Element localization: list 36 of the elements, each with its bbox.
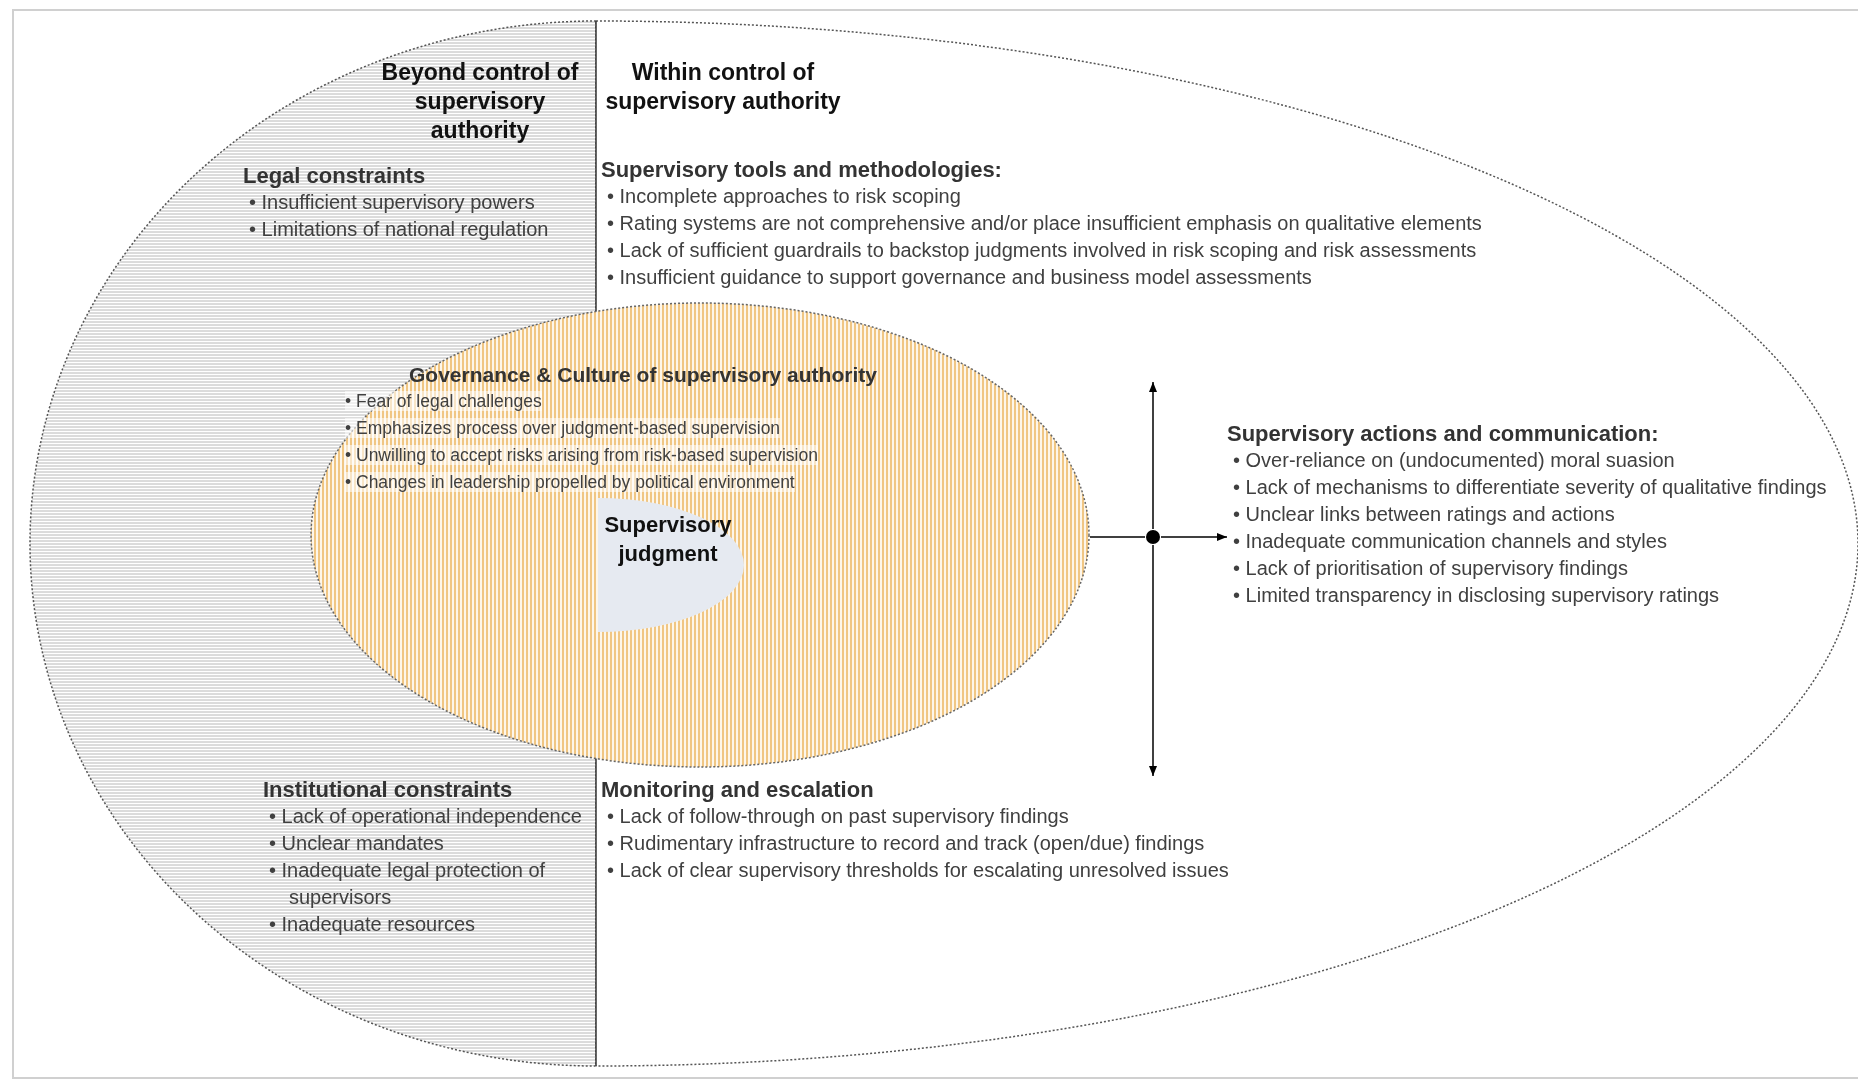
bullet-item: • Lack of prioritisation of supervisory findings	[1232, 556, 1629, 581]
section-heading: Legal constraints	[243, 162, 427, 189]
bullet-item: • Rudimentary infrastructure to record and track (open/due) findings	[606, 831, 1206, 856]
arrow	[1160, 533, 1228, 541]
bullet-item: • Inadequate resources	[268, 912, 477, 937]
section-heading: Governance & Culture of supervisory authority	[409, 362, 877, 388]
bullet-item: • Lack of sufficient guardrails to backstop judgments involved in risk scoping and risk assessments	[606, 238, 1478, 263]
section-heading: Institutional constraints	[263, 776, 514, 803]
region-heading: Beyond control of supervisory authority	[380, 58, 580, 145]
bullet-item: • Over-reliance on (undocumented) moral suasion	[1232, 448, 1676, 473]
bullet-item: • Limitations of national regulation	[248, 217, 550, 242]
bullet-item: • Unwilling to accept risks arising from risk-based supervision	[345, 444, 819, 467]
bullet-item: • Inadequate communication channels and styles	[1232, 529, 1668, 554]
bullet-item: • Changes in leadership propelled by political environment	[345, 471, 796, 494]
section-heading: Monitoring and escalation	[601, 776, 875, 803]
bullet-item: • Lack of operational independence	[268, 804, 583, 829]
bullet-item: • Incomplete approaches to risk scoping	[606, 184, 962, 209]
bullet-item: • Insufficient supervisory powers	[248, 190, 536, 215]
connector-line	[1089, 536, 1146, 538]
bullet-item: • Insufficient guidance to support governance and business model assessments	[606, 265, 1313, 290]
arrow	[1149, 544, 1157, 777]
bullet-item: • Limited transparency in disclosing supervisory ratings	[1232, 583, 1721, 608]
arrow	[1149, 381, 1157, 530]
bullet-item: • Rating systems are not comprehensive and/or place insufficient emphasis on qualitative elements	[606, 211, 1483, 236]
bullet-item: • Lack of mechanisms to differentiate severity of qualitative findings	[1232, 475, 1828, 500]
bullet-item: • Inadequate legal protection of supervisors	[268, 858, 547, 910]
bullet-item: • Lack of follow-through on past supervisory findings	[606, 804, 1070, 829]
region-heading: Within control of supervisory authority	[605, 58, 841, 116]
bullet-item: • Emphasizes process over judgment-based supervision	[345, 417, 782, 440]
node-label: Supervisory judgment	[603, 511, 733, 568]
bullet-item: • Unclear links between ratings and actions	[1232, 502, 1616, 527]
section-heading: Supervisory actions and communication:	[1227, 420, 1660, 447]
bullet-item: • Lack of clear supervisory thresholds for escalating unresolved issues	[606, 858, 1230, 883]
bullet-item: • Fear of legal challenges	[345, 390, 543, 413]
bullet-item: • Unclear mandates	[268, 831, 445, 856]
section-heading: Supervisory tools and methodologies:	[601, 156, 1003, 183]
